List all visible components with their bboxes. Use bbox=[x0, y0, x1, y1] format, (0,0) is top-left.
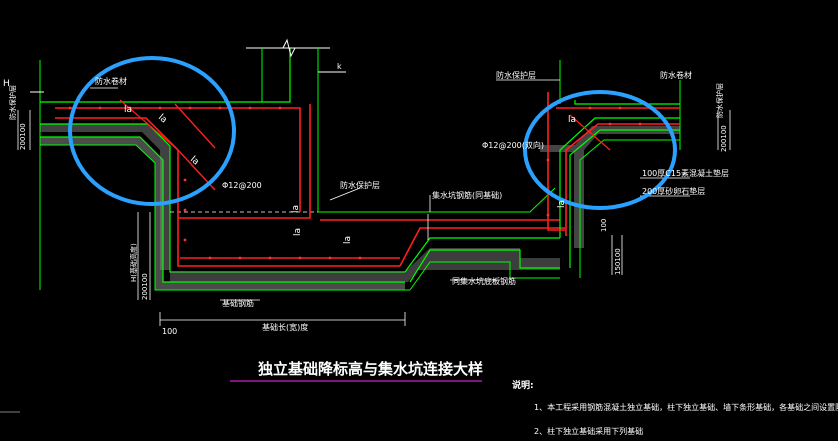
label-dim-150-100: 150100 bbox=[614, 248, 622, 275]
label-fangshui-col-left: 防水保护层 bbox=[8, 85, 17, 120]
right-pit bbox=[540, 60, 681, 278]
label-fangshui-col-right2: 防水保护层 bbox=[715, 83, 724, 118]
label-jsk-rebar: 集水坑钢筋(同基础) bbox=[432, 190, 502, 200]
label-la-1: la bbox=[124, 105, 132, 115]
label-dim-100-right: 100 bbox=[600, 219, 608, 232]
label-jc-bottom: 基础钢筋 bbox=[222, 298, 254, 308]
label-layer-c15: 100厚C15素混凝土垫层 bbox=[642, 168, 729, 178]
drawing-labels: H 防水卷材 防水保护层 200100 la la la Φ12@200 la … bbox=[3, 62, 729, 336]
label-la-low: la bbox=[293, 228, 303, 236]
label-fangshui-top-right: 防水保护层 bbox=[496, 70, 536, 80]
label-la-2: la bbox=[156, 113, 169, 126]
label-layer-sand: 200厚砂卵石垫层 bbox=[642, 186, 705, 196]
label-la-right: la bbox=[568, 115, 576, 125]
left-rebar bbox=[55, 99, 400, 267]
highlight-circle-left bbox=[68, 56, 236, 206]
label-base-width: 基础长(宽)度 bbox=[262, 322, 308, 332]
left-foundation bbox=[30, 38, 450, 291]
drawing-title: 独立基础降标高与集水坑连接大样 bbox=[258, 360, 483, 378]
label-dim-200-100-left: 200100 bbox=[19, 123, 27, 150]
label-la-right-low: la bbox=[557, 200, 567, 208]
notes-item-1: 1、本工程采用钢筋混凝土独立基础，柱下独立基础、墙下条形基础，各基础之间设置防水… bbox=[534, 402, 838, 412]
highlight-circle-right bbox=[523, 90, 677, 210]
pit-connection bbox=[170, 187, 565, 291]
label-la-low-2: la bbox=[343, 236, 353, 244]
notes-item-2: 2、柱下独立基础采用下列基础 bbox=[534, 426, 643, 436]
label-h-top-left: H bbox=[3, 79, 10, 89]
label-pit-bottom-rebar: 同集水坑底板钢筋 bbox=[452, 276, 516, 286]
label-dim-200-100-right: 200100 bbox=[720, 125, 728, 152]
notes-heading: 说明: bbox=[512, 379, 534, 391]
label-rebar-left: Φ12@200 bbox=[222, 181, 262, 190]
label-k-mark: k bbox=[337, 62, 342, 71]
label-fangshui-top-left: 防水卷材 bbox=[95, 76, 127, 86]
dimension-lines bbox=[17, 79, 731, 326]
label-h-depth: H(基础高度) bbox=[129, 243, 138, 282]
label-rebar-right: Φ12@200(双向) bbox=[482, 140, 544, 150]
label-la-mid: la bbox=[291, 205, 301, 213]
label-fangshui-mid: 防水保护层 bbox=[340, 180, 380, 190]
notes: 说明: 1、本工程采用钢筋混凝土独立基础，柱下独立基础、墙下条形基础，各基础之间… bbox=[512, 379, 838, 436]
label-dim-200-100-low: 200100 bbox=[141, 273, 149, 300]
label-la-3: la bbox=[188, 155, 201, 168]
label-fangshui-col-right1: 防水卷材 bbox=[660, 70, 692, 80]
label-dim-100: 100 bbox=[162, 327, 177, 336]
